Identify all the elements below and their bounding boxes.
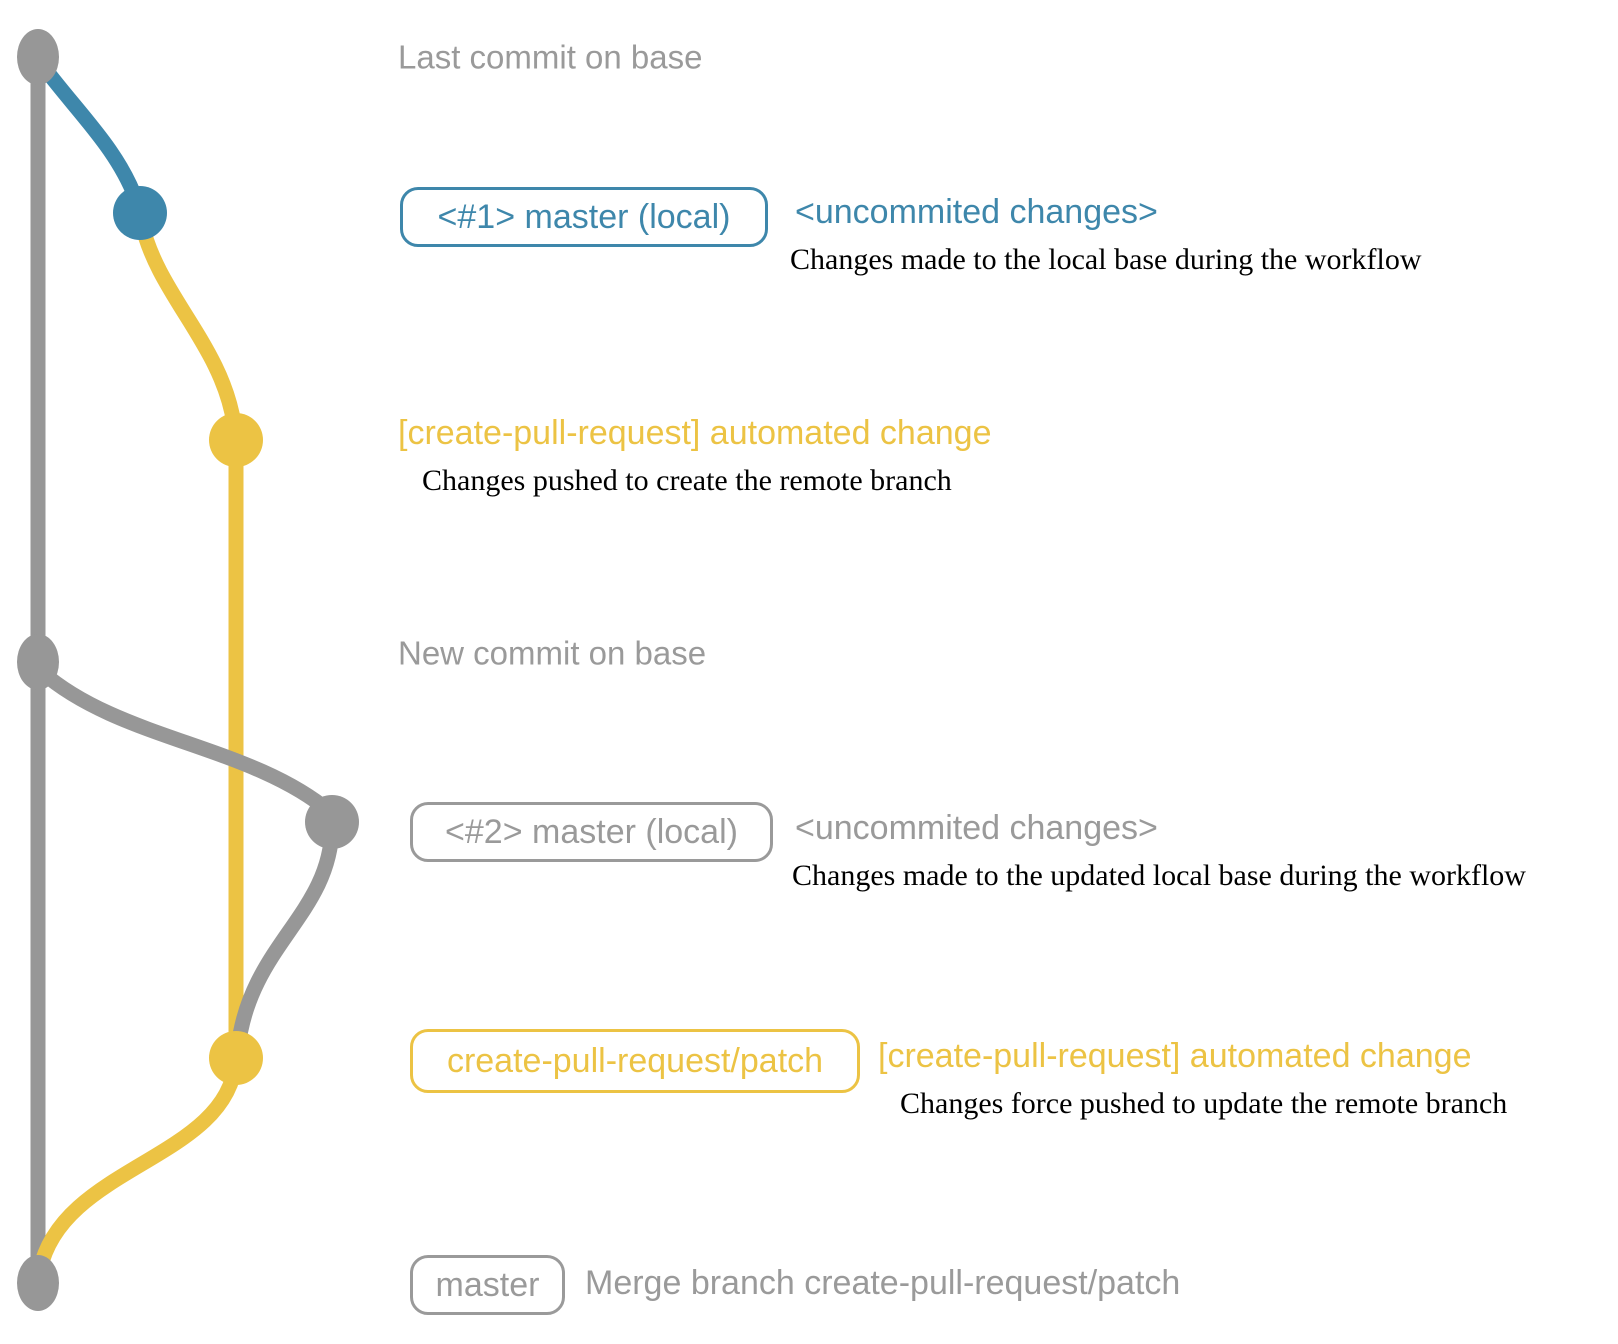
commit1-description: Changes made to the local base during th… [790,243,1422,276]
remote-branch-curve-merge [32,1052,244,1278]
local-branch-curve-2-merge [230,820,340,1056]
push2-description: Changes force pushed to update the remot… [900,1087,1508,1120]
commit-dot-new-base [17,634,59,690]
badge-master-local-2: <#2> master (local) [410,802,773,862]
remote-branch-curve-out [134,216,242,432]
commit-dot-merge [17,1255,59,1311]
commit-dot-force-pushed [209,1031,263,1085]
merge-commit-label: Merge branch create-pull-request/patch [585,1264,1181,1302]
automated-change-label-2: [create-pull-request] automated change [878,1037,1472,1075]
commit-dot-local-1 [113,186,167,240]
new-commit-label: New commit on base [398,634,707,672]
push1-description: Changes pushed to create the remote bran… [422,464,952,497]
badge-master: master [410,1255,565,1315]
automated-change-label-1: [create-pull-request] automated change [398,414,992,452]
badge-master-local-1: <#1> master (local) [400,187,768,247]
last-commit-label: Last commit on base [398,38,703,76]
commit2-description: Changes made to the updated local base d… [792,859,1526,892]
commit-dot-pushed [209,413,263,467]
badge-create-pull-request-patch: create-pull-request/patch [410,1029,860,1093]
commit-graph [17,29,359,1311]
commit-dot-last-base [17,29,59,85]
local-branch-curve-2 [34,664,338,820]
uncommitted-changes-label-1: <uncommited changes> [795,193,1158,231]
local-branch-curve-1 [32,54,145,210]
commit-dot-local-2 [305,795,359,849]
uncommitted-changes-label-2: <uncommited changes> [795,809,1158,847]
